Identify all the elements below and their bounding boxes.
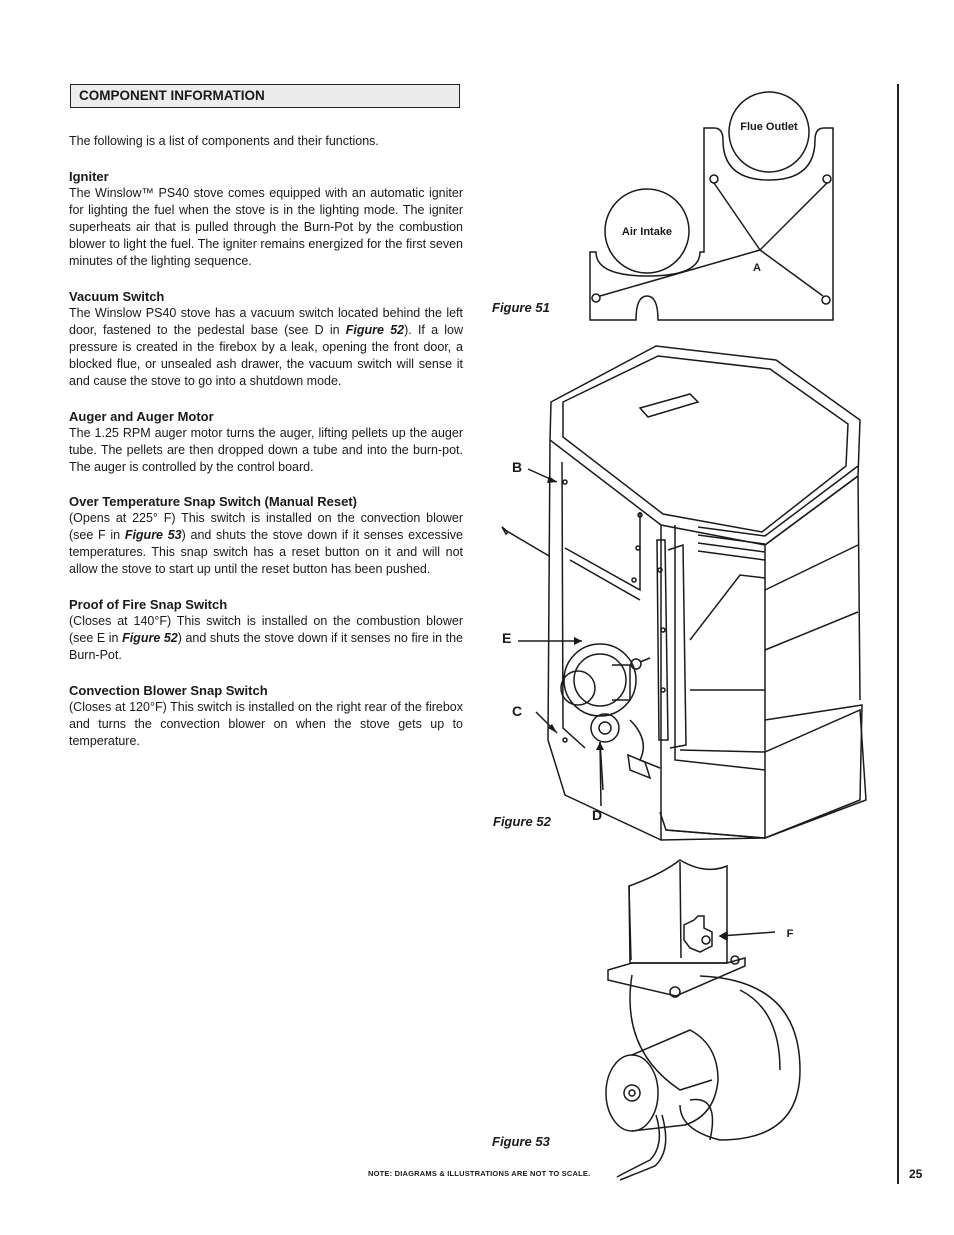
component-title: Vacuum Switch [69,289,165,304]
air-intake-circle [604,188,690,274]
scale-note: NOTE: DIAGRAMS & ILLUSTRATIONS ARE NOT T… [368,1169,591,1178]
component-title: Auger and Auger Motor [69,409,214,424]
figure-52-caption: Figure 52 [493,814,551,829]
figure-reference: Figure 53 [124,528,182,542]
section-title: COMPONENT INFORMATION [70,84,460,108]
component-title: Convection Blower Snap Switch [69,683,268,698]
point-a-label: A [753,262,761,274]
intro-text: The following is a list of components an… [69,134,379,148]
label-f: F [787,928,794,940]
component-text: (Closes at 120°F) This switch is install… [69,700,463,748]
component-text: The Winslow PS40 stove has a vacuum swit… [69,306,463,388]
label-b: B [512,459,523,475]
figure-53-caption: Figure 53 [492,1134,550,1149]
figure-52-stove [501,345,867,841]
page-number: 25 [909,1167,923,1181]
label-c: C [512,703,523,719]
component-text: The Winslow™ PS40 stove comes equipped w… [69,186,463,268]
component-auger: Auger and Auger Motor The 1.25 RPM auger… [69,408,463,476]
label-d: D [592,807,603,823]
component-text: (Closes at 140°F) This switch is install… [69,614,464,662]
figure-52-pointers [518,468,602,807]
flue-outlet-label: Flue Outlet [740,121,798,133]
component-title: Proof of Fire Snap Switch [69,597,228,612]
arrowheads [547,476,604,750]
component-text: (Opens at 225° F) This switch is install… [69,511,463,576]
figure-51-plate [589,91,834,321]
air-intake-label: Air Intake [622,226,672,238]
component-proof-of-fire: Proof of Fire Snap Switch (Closes at 140… [69,596,463,664]
component-igniter: Igniter The Winslow™ PS40 stove comes eq… [69,168,463,270]
component-over-temp-switch: Over Temperature Snap Switch (Manual Res… [69,493,463,578]
label-e: E [502,630,512,646]
figure-51-caption: Figure 51 [492,300,550,315]
flue-outlet-circle [728,91,810,173]
component-title: Igniter [69,169,109,184]
margin-rule [897,84,899,1184]
component-convection-switch: Convection Blower Snap Switch (Closes at… [69,682,463,750]
component-vacuum-switch: Vacuum Switch The Winslow PS40 stove has… [69,288,463,390]
figure-53-blower [605,859,801,1181]
component-text: The 1.25 RPM auger motor turns the auger… [69,426,463,474]
figure-reference: Figure 52 [122,631,178,645]
component-title: Over Temperature Snap Switch (Manual Res… [69,494,357,509]
figure-reference: Figure 52 [345,323,405,337]
